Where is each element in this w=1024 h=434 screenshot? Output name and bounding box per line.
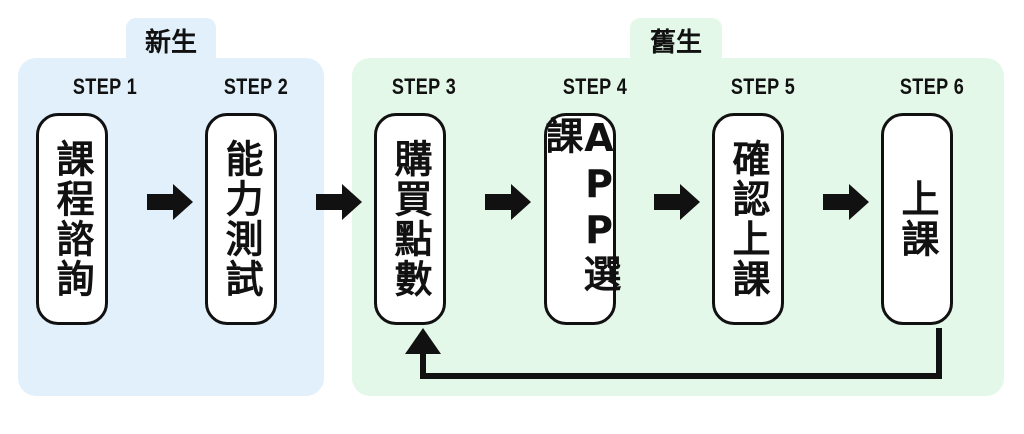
step-5-text: 確認上課 [726,139,770,299]
right-arrow-icon [823,184,869,220]
step-3-box: 購買點數 [374,113,446,325]
right-arrow-icon [316,184,362,220]
step-6-text: 上課 [895,179,939,259]
step-4-title: STEP 4 [562,74,628,99]
step-1-title: STEP 1 [72,74,138,99]
right-arrow-icon [485,184,531,220]
step-4-box: APP選課 [539,113,621,325]
right-arrow-icon [654,184,700,220]
new-student-label: 新生 [126,18,216,62]
step-2-box: 能力測試 [205,113,277,325]
step-5-box: 確認上課 [712,113,784,325]
step-4-text: APP選課 [539,116,621,294]
step-2-text: 能力測試 [219,139,263,299]
step-6-title: STEP 6 [899,74,965,99]
returning-student-label: 舊生 [630,18,722,62]
step-1-text: 課程諮詢 [50,139,94,299]
right-arrow-icon [147,184,193,220]
step-6-box: 上課 [881,113,953,325]
step-2-title: STEP 2 [223,74,289,99]
step-3-title: STEP 3 [391,74,457,99]
step-5-title: STEP 5 [730,74,796,99]
step-1-box: 課程諮詢 [36,113,108,325]
step-3-text: 購買點數 [388,139,432,299]
